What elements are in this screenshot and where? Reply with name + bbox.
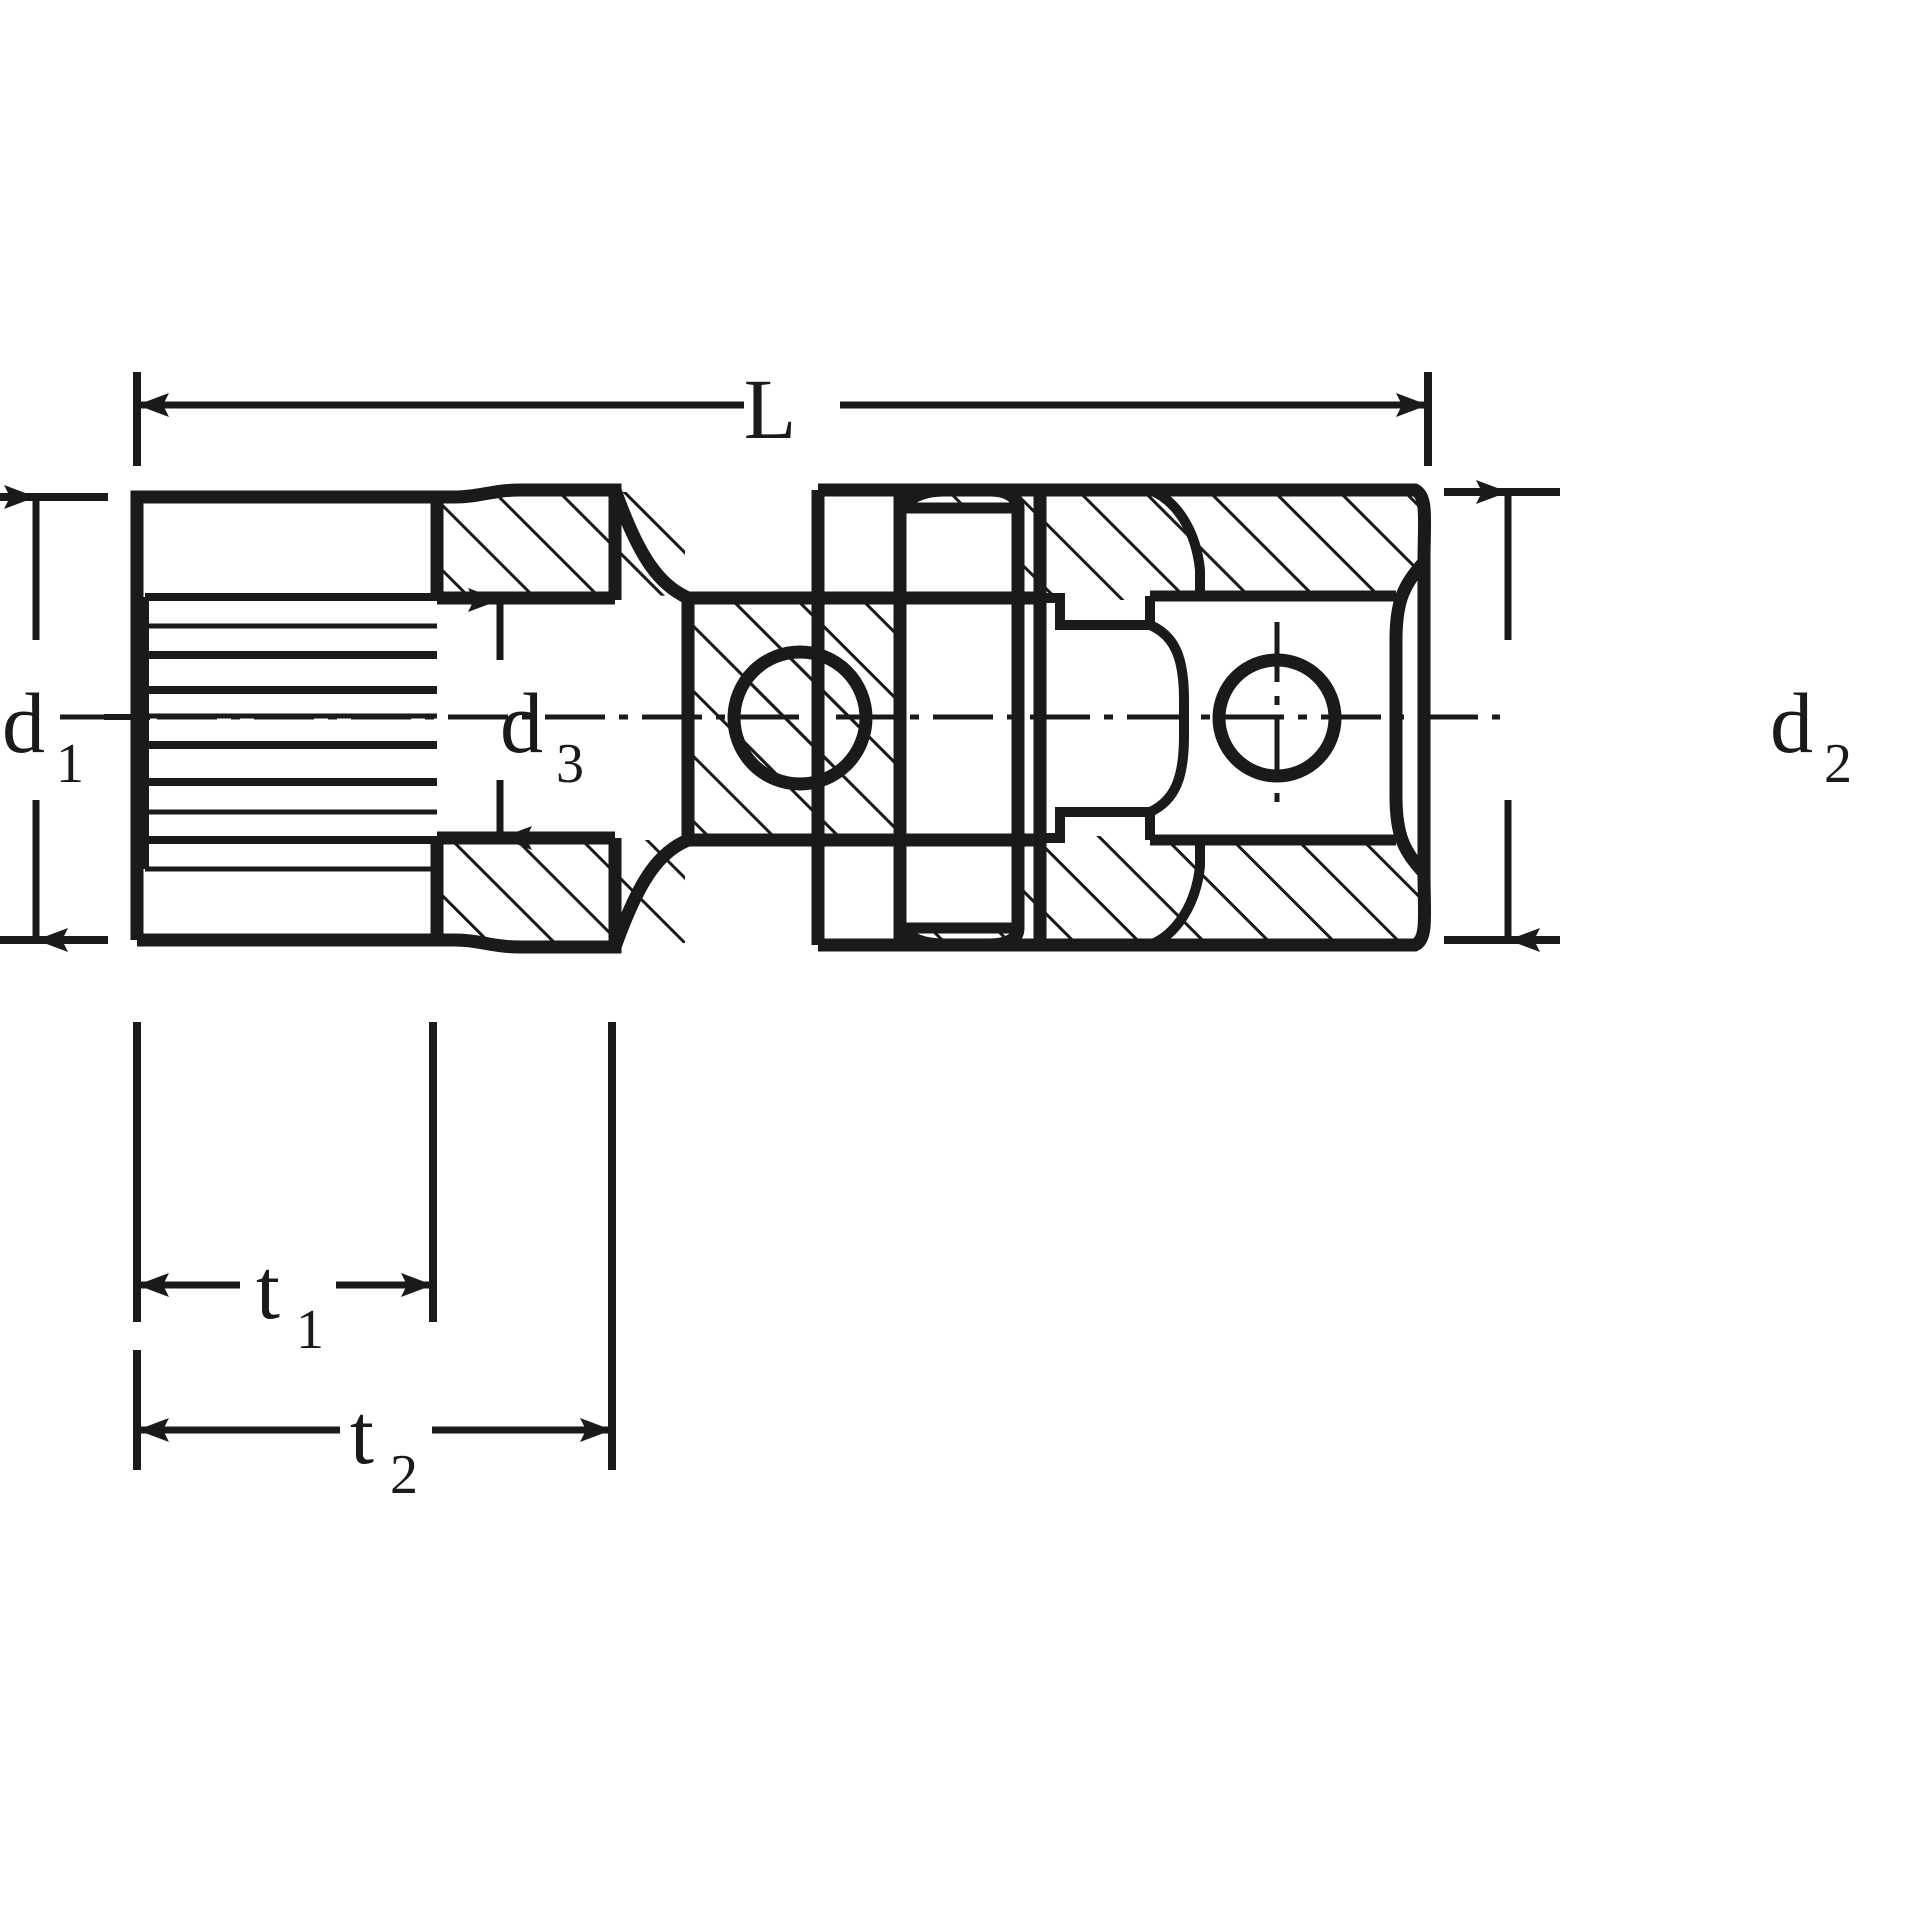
waist-curve-top — [608, 487, 691, 604]
waist-curve-bottom — [608, 834, 691, 950]
socket-outline-top — [130, 483, 622, 940]
dimension-subscript-d1: 1 — [56, 733, 84, 795]
drive-outline-bottom — [818, 872, 1432, 952]
dimension-d1: d 1 — [0, 485, 150, 952]
dimension-subscript-t2: 2 — [390, 1444, 418, 1506]
dimension-t2: t 2 — [133, 1022, 616, 1506]
dimension-d2: d 2 — [1444, 480, 1852, 952]
dimension-label-L: L — [744, 361, 797, 457]
dimension-subscript-d2: 2 — [1824, 733, 1852, 795]
dimension-label-t2: t — [350, 1386, 374, 1482]
cross-pin-outline — [893, 483, 1025, 952]
drive-groove-top — [1147, 485, 1205, 596]
dimension-subscript-t1: 1 — [296, 1299, 324, 1361]
centre-lines — [60, 622, 1500, 814]
bore-chamfer-bottom — [1040, 807, 1155, 843]
socket-outline-bottom — [137, 838, 622, 954]
hexagon-profile-lines — [145, 593, 437, 844]
bore-chamfer-top — [1040, 593, 1155, 630]
dimension-subscript-d3: 3 — [556, 733, 584, 795]
drive-groove-bottom — [1147, 840, 1205, 950]
dimension-t1: t 1 — [133, 1022, 437, 1361]
dimension-label-d2: d — [1770, 675, 1813, 771]
drive-outline-top — [818, 483, 1432, 563]
dimension-label-d3: d — [500, 675, 543, 771]
dimension-L: L — [133, 361, 1432, 466]
dimension-label-t1: t — [256, 1241, 280, 1337]
dimension-label-d1: d — [2, 675, 45, 771]
socket-upper-wall-hatch — [145, 492, 600, 595]
socket-lower-wall-hatch — [145, 840, 600, 943]
dimension-d3: d 3 — [468, 588, 584, 850]
